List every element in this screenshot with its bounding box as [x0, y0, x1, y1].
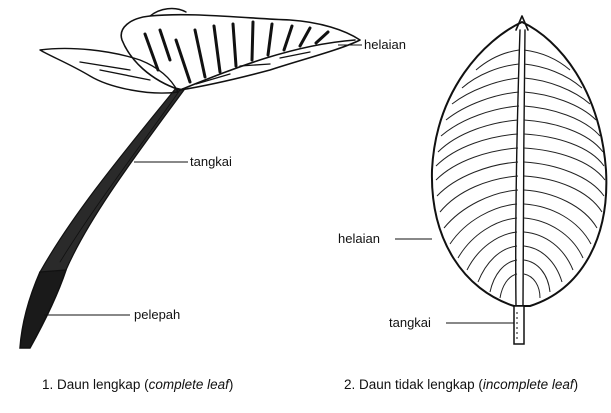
incomplete-leaf-leaders [395, 239, 514, 323]
caption-1-suffix: ) [229, 377, 234, 392]
leaf-sheath [20, 265, 66, 348]
caption-1-prefix: 1. Daun lengkap ( [42, 377, 149, 392]
label-tangkai-2: tangkai [389, 315, 431, 330]
label-helaian-2: helaian [338, 231, 380, 246]
caption-2-suffix: ) [574, 377, 579, 392]
label-helaian-1: helaian [364, 37, 406, 52]
complete-leaf-drawing [20, 9, 360, 348]
leaf-blade-complete [121, 15, 360, 90]
leaf-petiole-incomplete [514, 306, 524, 344]
caption-2-italic: incomplete leaf [483, 377, 575, 392]
incomplete-leaf-drawing [432, 16, 606, 344]
caption-2-prefix: 2. Daun tidak lengkap ( [344, 377, 483, 392]
label-pelepah-1: pelepah [134, 307, 180, 322]
lateral-veins [436, 50, 605, 298]
caption-1-italic: complete leaf [149, 377, 231, 392]
label-tangkai-1: tangkai [190, 154, 232, 169]
leaf-petiole [40, 88, 184, 272]
blade-veins [145, 22, 328, 82]
caption-2: 2. Daun tidak lengkap (incomplete leaf) [344, 377, 578, 392]
caption-1: 1. Daun lengkap (complete leaf) [42, 377, 233, 392]
